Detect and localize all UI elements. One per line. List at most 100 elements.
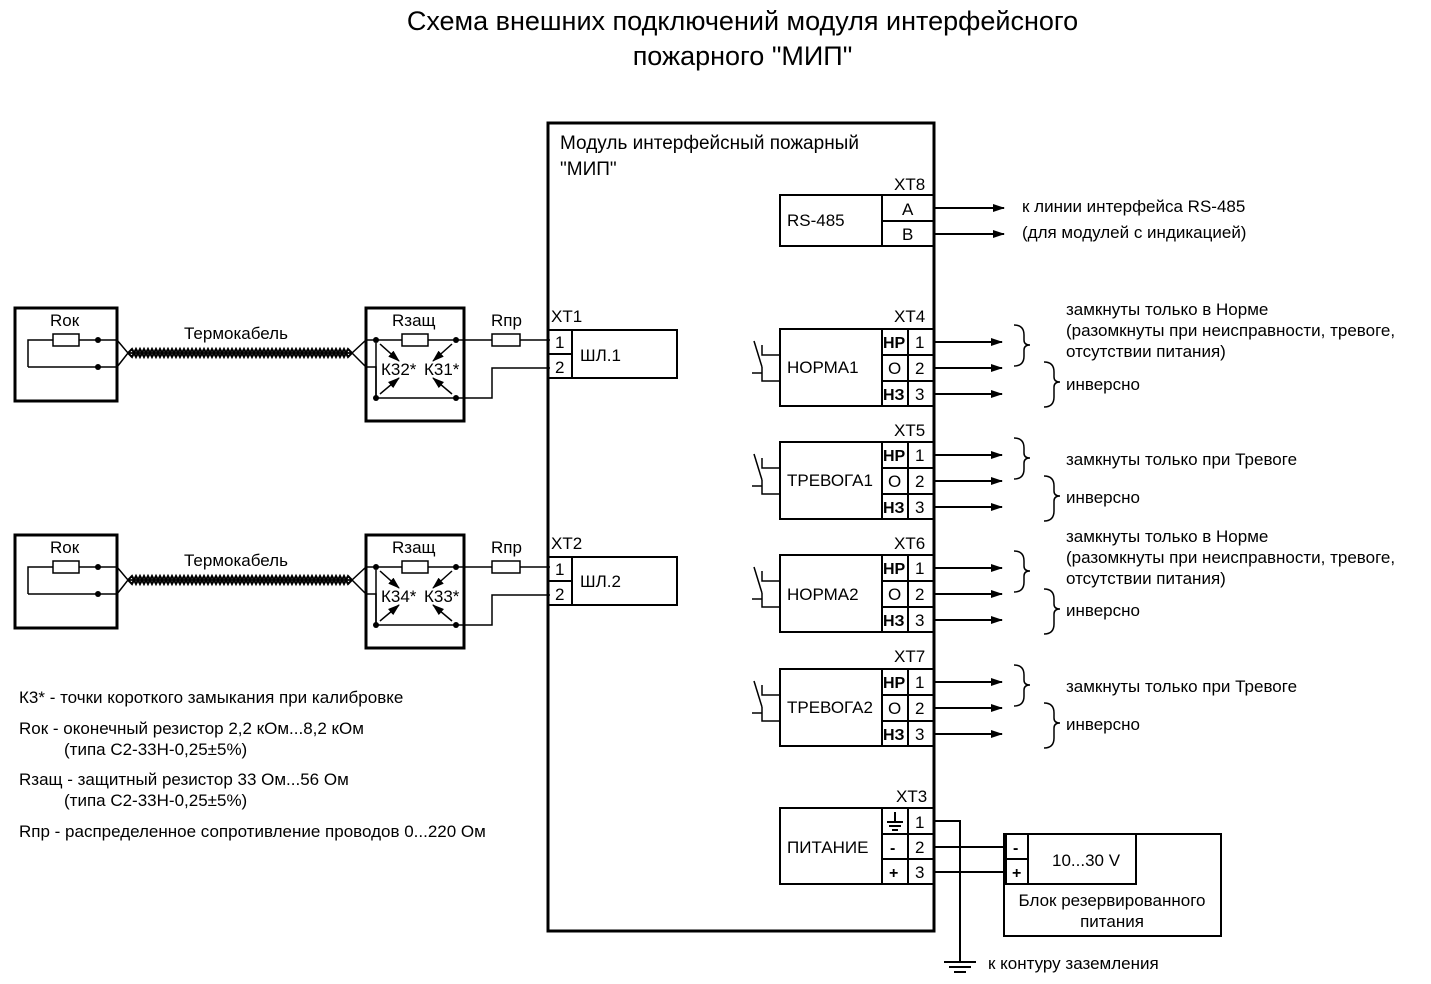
xt3-pin-plus: + xyxy=(889,865,898,882)
xt5-num-2: 2 xyxy=(915,472,924,491)
rzash-box-1 xyxy=(364,306,466,423)
cable-label-2: Термокабель xyxy=(184,551,288,570)
xt3-num-2: 2 xyxy=(915,838,924,857)
xt4-pin-nr: НР xyxy=(883,335,906,352)
xt1-pin-2: 2 xyxy=(555,358,564,377)
kz-right-label-2: К33* xyxy=(424,587,460,606)
relay-block-xt4: XT4 НОРМА1 НР О НЗ 1 2 3 замкнуты только… xyxy=(752,300,1395,408)
rs485-block: XT8 RS-485 A B к линии интерфейса RS-485… xyxy=(779,175,1246,247)
xt7-num-1: 1 xyxy=(915,673,924,692)
xt4-num-3: 3 xyxy=(915,385,924,404)
input-shl2-label: ШЛ.2 xyxy=(580,572,621,591)
cable-label-1: Термокабель xyxy=(184,324,288,343)
rs485-pin-b: B xyxy=(902,225,913,244)
supply-name-line-2: питания xyxy=(1080,912,1144,931)
xt4-inverse: инверсно xyxy=(1066,375,1140,394)
thermocable-1 xyxy=(127,346,353,360)
relay-block-xt7: XT7 ТРЕВОГА2 НР О НЗ 1 2 3 замкнуты толь… xyxy=(752,647,1297,749)
xt7-num-2: 2 xyxy=(915,699,924,718)
rok-resistor-2 xyxy=(52,560,80,574)
legend-rok-line-2: (типа С2-33Н-0,25±5%) xyxy=(64,740,247,759)
rs485-note-1: к линии интерфейса RS-485 xyxy=(1022,197,1245,216)
xt2-pin-1: 1 xyxy=(555,560,564,579)
module-label-line-2: "МИП" xyxy=(560,159,617,180)
xt4-pin-nz: НЗ xyxy=(883,387,905,404)
kz-left-label-2: К34* xyxy=(381,587,417,606)
xt6-note-2: (разомкнуты при неисправности, тревоге, xyxy=(1066,548,1395,567)
rs485-label: RS-485 xyxy=(787,211,845,230)
xt3-pin-minus: - xyxy=(890,840,895,857)
xt8-label: XT8 xyxy=(894,175,925,194)
input-shl1-label: ШЛ.1 xyxy=(580,346,621,365)
rpr-resistor-1 xyxy=(491,333,521,347)
rzash-resistor-1 xyxy=(401,333,429,347)
rok-label-2: Rок xyxy=(50,538,80,557)
rpr-label-2: Rпр xyxy=(491,538,522,557)
page-title-line-1: Схема внешних подключений модуля интерфе… xyxy=(406,6,1079,36)
legend: К3* - точки короткого замыкания при кали… xyxy=(19,688,486,841)
xt1-pin-1: 1 xyxy=(555,333,564,352)
supply-pin-plus: + xyxy=(1012,865,1021,882)
xt4-note-3: отсутствии питания) xyxy=(1066,342,1226,361)
rs485-note-2: (для модулей с индикацией) xyxy=(1022,223,1246,242)
xt5-num-1: 1 xyxy=(915,446,924,465)
xt4-pin-o: О xyxy=(888,359,901,378)
input-shl2-box xyxy=(571,556,678,606)
xt3-num-1: 1 xyxy=(915,813,924,832)
xt7-note-1: замкнуты только при Тревоге xyxy=(1066,677,1297,696)
input-shl1-box xyxy=(571,329,678,379)
legend-rok-line-1: Rок - оконечный резистор 2,2 кОм...8,2 к… xyxy=(19,719,364,738)
xt1-label: XT1 xyxy=(551,307,582,326)
xt7-pin-o: О xyxy=(888,699,901,718)
rok-resistor-1 xyxy=(52,333,80,347)
relay-norma2-label: НОРМА2 xyxy=(787,585,859,604)
relay-trevoga2-label: ТРЕВОГА2 xyxy=(787,698,873,717)
xt7-label: XT7 xyxy=(894,647,925,666)
xt4-note-1: замкнуты только в Норме xyxy=(1066,300,1268,319)
supply-pin-minus: - xyxy=(1013,840,1018,857)
relay-block-xt6: XT6 НОРМА2 НР О НЗ 1 2 3 замкнуты только… xyxy=(752,527,1395,635)
xt6-pin-nr: НР xyxy=(883,561,906,578)
xt6-num-1: 1 xyxy=(915,559,924,578)
xt3-num-3: 3 xyxy=(915,863,924,882)
rs485-pin-a: A xyxy=(902,200,914,219)
kz-left-label-1: К32* xyxy=(381,360,417,379)
ground-icon xyxy=(944,961,976,973)
power-label: ПИТАНИЕ xyxy=(787,838,868,857)
ground-note: к контуру заземления xyxy=(988,954,1159,973)
backup-supply-voltage-box xyxy=(1027,833,1137,885)
xt5-pin-o: О xyxy=(888,472,901,491)
xt6-note-1: замкнуты только в Норме xyxy=(1066,527,1268,546)
relay-block-xt5: XT5 ТРЕВОГА1 НР О НЗ 1 2 3 замкнуты толь… xyxy=(752,421,1297,522)
supply-voltage: 10...30 V xyxy=(1052,851,1121,870)
xt2-pin-2: 2 xyxy=(555,585,564,604)
xt6-pin-o: О xyxy=(888,585,901,604)
relay-norma1-label: НОРМА1 xyxy=(787,358,859,377)
xt7-num-3: 3 xyxy=(915,725,924,744)
legend-rpr: Rпр - распределенное сопротивление прово… xyxy=(19,822,486,841)
module-label-line-1: Модуль интерфейсный пожарный xyxy=(560,133,859,154)
kz-right-label-1: К31* xyxy=(424,360,460,379)
module-box: Модуль интерфейсный пожарный "МИП" xyxy=(546,121,936,933)
xt5-inverse: инверсно xyxy=(1066,488,1140,507)
xt5-note-1: замкнуты только при Тревоге xyxy=(1066,450,1297,469)
rzash-label-1: Rзащ xyxy=(392,311,436,330)
xt3-label: XT3 xyxy=(896,787,927,806)
xt7-pin-nr: НР xyxy=(883,675,906,692)
legend-kz: К3* - точки короткого замыкания при кали… xyxy=(19,688,403,707)
rok-box-2 xyxy=(13,533,119,630)
ground-pin-icon xyxy=(887,812,903,831)
legend-rzash-line-1: Rзащ - защитный резистор 33 Ом...56 Ом xyxy=(19,770,349,789)
legend-rzash-line-2: (типа С2-33Н-0,25±5%) xyxy=(64,791,247,810)
xt5-num-3: 3 xyxy=(915,498,924,517)
page-title-line-2: пожарного "МИП" xyxy=(632,41,853,71)
xt6-pin-nz: НЗ xyxy=(883,613,905,630)
page-title: Схема внешних подключений модуля интерфе… xyxy=(0,4,1431,74)
xt6-inverse: инверсно xyxy=(1066,601,1140,620)
xt7-inverse: инверсно xyxy=(1066,715,1140,734)
xt6-num-2: 2 xyxy=(915,585,924,604)
relay-trevoga1-label: ТРЕВОГА1 xyxy=(787,471,873,490)
rzash-resistor-2 xyxy=(401,560,429,574)
xt6-num-3: 3 xyxy=(915,611,924,630)
rpr-label-1: Rпр xyxy=(491,311,522,330)
